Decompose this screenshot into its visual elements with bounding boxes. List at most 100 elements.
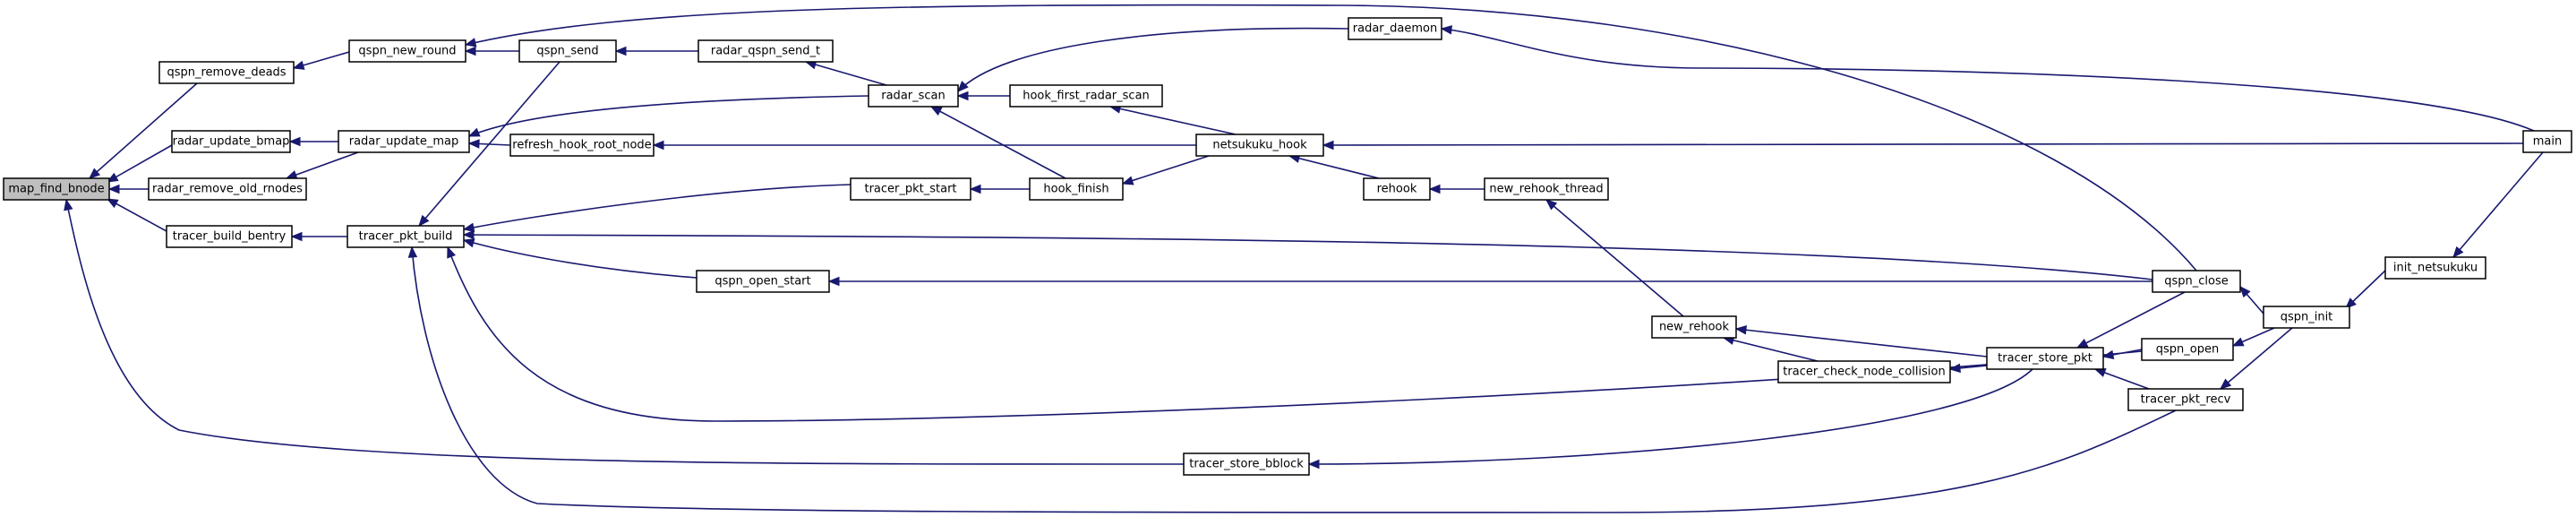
node-box <box>696 270 830 293</box>
edge-arrowhead <box>2219 378 2232 390</box>
edge-arrowhead <box>2452 246 2464 259</box>
node-radar_daemon[interactable]: radar_daemon <box>1348 17 1442 40</box>
node-new_rehook[interactable]: new_rehook <box>1651 315 1737 339</box>
node-label: new_rehook <box>1659 321 1730 334</box>
node-tracer_build_bentry[interactable]: tracer_build_bentry <box>166 225 293 248</box>
node-label: qspn_close <box>2164 275 2229 289</box>
call-edge-radar_daemon-to-radar_scan <box>957 27 1349 92</box>
call-edge-tracer_store_bblock-to-map_find_bnode <box>64 198 1185 465</box>
node-hook_finish[interactable]: hook_finish <box>1029 177 1124 201</box>
node-box <box>1183 452 1310 476</box>
edge-line <box>1288 155 1380 179</box>
node-tracer_store_bblock[interactable]: tracer_store_bblock <box>1183 452 1310 476</box>
call-edge-radar_scan-to-radar_update_map <box>467 95 869 137</box>
call-edge-tracer_check_node_collision-to-new_rehook <box>1722 335 1819 362</box>
node-label: tracer_pkt_start <box>864 183 956 196</box>
node-radar_update_map[interactable]: radar_update_map <box>338 130 470 153</box>
node-qspn_new_round[interactable]: qspn_new_round <box>348 39 466 63</box>
call-edge-main-to-radar_daemon <box>1440 25 2535 132</box>
node-box <box>697 39 834 63</box>
call-edge-qspn_remove_deads-to-map_find_bnode <box>89 82 198 179</box>
node-new_rehook_thread[interactable]: new_rehook_thread <box>1484 177 1609 201</box>
edge-arrowhead <box>107 184 120 194</box>
node-label: hook_finish <box>1043 183 1108 196</box>
node-qspn_open_start[interactable]: qspn_open_start <box>696 270 830 293</box>
edge-arrowhead <box>1545 199 1558 211</box>
node-radar_qspn_send_t[interactable]: radar_qspn_send_t <box>697 39 834 63</box>
edge-line <box>107 144 173 183</box>
call-edge-qspn_init-to-qspn_close <box>2239 286 2264 315</box>
call-edge-radar_remove_old_rnodes-to-map_find_bnode <box>107 184 149 194</box>
call-edge-init_netsukuku-to-qspn_init <box>2345 270 2386 309</box>
node-label: tracer_store_bblock <box>1189 458 1304 471</box>
call-edge-hook_first_radar_scan-to-radar_scan <box>956 90 1010 101</box>
call-edge-radar_update_map-to-radar_remove_old_rnodes <box>285 151 359 180</box>
call-edge-netsukuku_hook-to-refresh_hook_root_node <box>652 140 1196 151</box>
call-edge-tracer_pkt_recv-to-tracer_pkt_build <box>407 246 2177 513</box>
edge-arrowhead <box>2231 337 2245 347</box>
call-graph-edges <box>64 4 2544 513</box>
edge-arrowhead <box>956 90 969 101</box>
edge-line <box>1109 106 1237 135</box>
node-qspn_close[interactable]: qspn_close <box>2152 270 2241 293</box>
node-init_netsukuku[interactable]: init_netsukuku <box>2384 256 2486 280</box>
call-edge-qspn_init-to-qspn_open <box>2231 327 2275 347</box>
node-refresh_hook_root_node[interactable]: refresh_hook_root_node <box>509 134 655 157</box>
node-rehook[interactable]: rehook <box>1363 177 1431 201</box>
call-edge-tracer_store_pkt-to-tracer_store_bblock <box>1307 368 2033 470</box>
node-tracer_store_pkt[interactable]: tracer_store_pkt <box>1986 347 2104 370</box>
node-label: tracer_pkt_recv <box>2141 393 2231 407</box>
edge-line <box>418 61 561 227</box>
node-label: qspn_init <box>2281 311 2333 324</box>
edge-line <box>65 199 1185 465</box>
node-label: radar_remove_old_rnodes <box>152 183 303 196</box>
node-box <box>1651 315 1737 339</box>
node-box <box>171 130 291 153</box>
call-edge-hook_finish-to-radar_scan <box>929 106 1066 179</box>
node-box <box>3 177 110 201</box>
node-qspn_remove_deads[interactable]: qspn_remove_deads <box>158 61 295 84</box>
node-box <box>2152 270 2241 293</box>
edge-arrowhead <box>1734 325 1748 335</box>
call-edge-tracer_pkt_start-to-tracer_pkt_build <box>462 184 852 232</box>
node-radar_remove_old_rnodes[interactable]: radar_remove_old_rnodes <box>148 177 307 201</box>
node-label: tracer_build_bentry <box>173 230 287 244</box>
edge-line <box>463 234 2153 280</box>
edge-arrowhead <box>2101 349 2115 360</box>
call-edge-rehook-to-netsukuku_hook <box>1288 153 1380 179</box>
node-tracer_check_node_collision[interactable]: tracer_check_node_collision <box>1777 360 1951 383</box>
call-edge-qspn_close-to-qspn_new_round <box>464 4 2197 271</box>
node-box <box>1484 177 1609 201</box>
edge-arrowhead <box>652 140 664 151</box>
edge-arrowhead <box>418 214 430 228</box>
node-map_find_bnode[interactable]: map_find_bnode <box>3 177 110 201</box>
node-radar_scan[interactable]: radar_scan <box>868 84 959 108</box>
node-box <box>347 225 465 248</box>
node-qspn_open[interactable]: qspn_open <box>2141 338 2234 361</box>
edge-line <box>463 239 697 279</box>
node-main[interactable]: main <box>2522 130 2572 153</box>
edge-arrowhead <box>957 81 969 92</box>
node-radar_update_bmap[interactable]: radar_update_bmap <box>171 130 291 153</box>
call-edge-netsukuku_hook-to-hook_finish <box>1121 155 1210 185</box>
node-label: refresh_hook_root_node <box>512 139 651 152</box>
node-tracer_pkt_build[interactable]: tracer_pkt_build <box>347 225 465 248</box>
node-label: map_find_bnode <box>8 183 104 196</box>
node-hook_first_radar_scan[interactable]: hook_first_radar_scan <box>1009 84 1163 108</box>
node-tracer_pkt_recv[interactable]: tracer_pkt_recv <box>2127 388 2244 411</box>
call-edge-qspn_init-to-tracer_pkt_recv <box>2219 327 2293 390</box>
edge-line <box>930 106 1066 179</box>
edge-arrowhead <box>64 198 73 211</box>
node-qspn_send[interactable]: qspn_send <box>518 39 617 63</box>
edge-arrowhead <box>2239 286 2251 298</box>
node-qspn_init[interactable]: qspn_init <box>2263 306 2350 329</box>
node-netsukuku_hook[interactable]: netsukuku_hook <box>1195 134 1324 157</box>
node-box <box>1029 177 1124 201</box>
edge-arrowhead <box>407 246 418 258</box>
call-edge-radar_update_map-to-radar_update_bmap <box>288 136 338 147</box>
edge-line <box>1735 328 1988 358</box>
edge-line <box>468 95 869 137</box>
node-box <box>148 177 307 201</box>
node-box <box>2384 256 2486 280</box>
node-tracer_pkt_start[interactable]: tracer_pkt_start <box>850 177 971 201</box>
